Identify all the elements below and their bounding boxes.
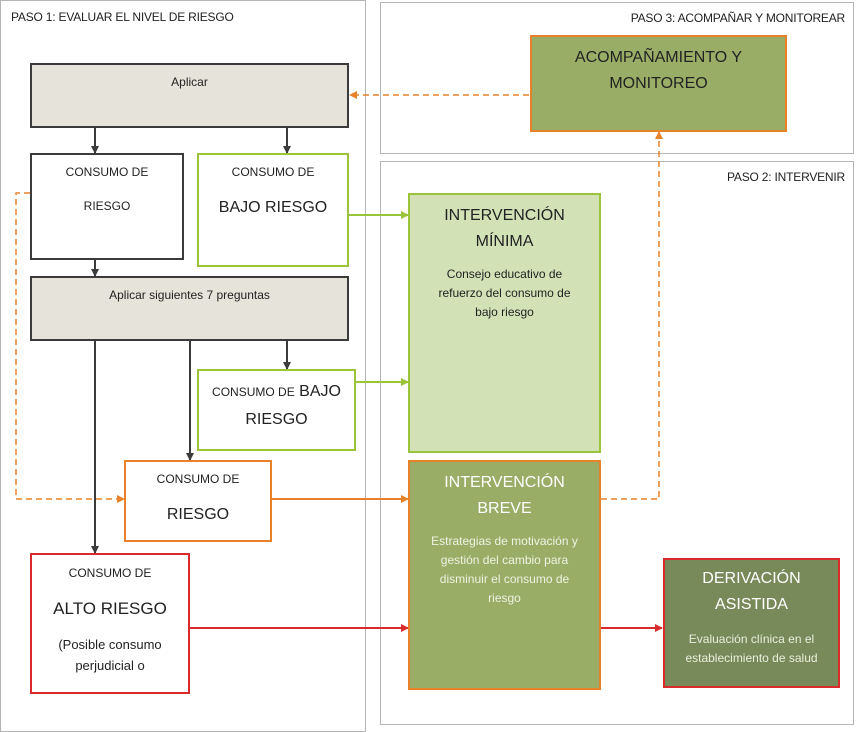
node-derivacion-desc2: establecimiento de salud: [685, 651, 818, 665]
node-consumo-riesgo-1-line1: CONSUMO DE: [65, 165, 149, 179]
node-intervencion-minima-desc1: Consejo educativo de: [446, 267, 563, 281]
node-intervencion-breve: INTERVENCIÓN BREVE Estrategias de motiva…: [408, 460, 601, 690]
node-consumo-alto: CONSUMO DE ALTO RIESGO (Posible consumo …: [30, 553, 190, 694]
node-consumo-alto-line1: CONSUMO DE: [68, 566, 152, 580]
node-consumo-riesgo-2-line2: RIESGO: [166, 506, 230, 523]
node-derivacion-title1: DERIVACIÓN: [702, 570, 801, 587]
node-acompanamiento-title2: MONITOREO: [609, 75, 708, 92]
node-consumo-bajo-2-line1b: BAJO: [299, 383, 341, 400]
panel-step3-label: PASO 3: ACOMPAÑAR Y MONITOREAR: [630, 11, 845, 25]
node-intervencion-minima: INTERVENCIÓN MÍNIMA Consejo educativo de…: [408, 193, 601, 453]
node-aplicar: Aplicar: [30, 63, 349, 128]
node-aplicar-siguientes: Aplicar siguientes 7 preguntas: [30, 276, 349, 341]
node-acompanamiento: ACOMPAÑAMIENTO Y MONITOREO: [530, 35, 787, 132]
node-consumo-bajo-1-line1: CONSUMO DE: [231, 165, 315, 179]
node-consumo-riesgo-1: CONSUMO DE RIESGO: [30, 153, 184, 260]
node-intervencion-minima-title2: MÍNIMA: [475, 233, 534, 250]
node-intervencion-breve-desc4: riesgo: [488, 591, 521, 605]
node-intervencion-breve-desc2: gestión del cambio para: [440, 553, 569, 567]
node-derivacion-title2: ASISTIDA: [715, 596, 788, 613]
node-intervencion-breve-title1: INTERVENCIÓN: [444, 474, 565, 491]
arrow-breve-dashed-to-monitoreo: [601, 131, 663, 500]
node-derivacion-desc1: Evaluación clínica en el: [688, 632, 815, 646]
node-derivacion-asistida: DERIVACIÓN ASISTIDA Evaluación clínica e…: [663, 558, 840, 688]
node-intervencion-minima-title1: INTERVENCIÓN: [444, 207, 565, 224]
node-intervencion-breve-desc1: Estrategias de motivación y: [431, 534, 578, 548]
node-consumo-bajo-2-line1a: CONSUMO DE: [212, 385, 295, 399]
node-aplicar-siguientes-label: Aplicar siguientes 7 preguntas: [109, 288, 270, 302]
node-consumo-alto-line4: perjudicial o: [75, 658, 145, 673]
node-consumo-alto-line2: ALTO RIESGO: [53, 599, 167, 618]
node-intervencion-minima-desc2: refuerzo del consumo de: [438, 286, 571, 300]
node-aplicar-label: Aplicar: [171, 75, 208, 89]
node-intervencion-minima-desc3: bajo riesgo: [475, 305, 534, 319]
node-acompanamiento-title1: ACOMPAÑAMIENTO Y: [574, 49, 743, 66]
arrow-riesgo1-dashed-to-riesgo2: [15, 192, 125, 503]
node-consumo-riesgo-2-line1: CONSUMO DE: [156, 472, 240, 486]
node-consumo-bajo-1: CONSUMO DE BAJO RIESGO: [197, 153, 349, 267]
panel-step1-label: PASO 1: EVALUAR EL NIVEL DE RIESGO: [11, 10, 234, 24]
node-intervencion-breve-desc3: disminuir el consumo de: [439, 572, 570, 586]
panel-step2-label: PASO 2: INTERVENIR: [727, 170, 845, 184]
node-consumo-riesgo-1-line2: RIESGO: [83, 199, 131, 213]
node-consumo-bajo-2-line2: RIESGO: [245, 411, 308, 428]
node-consumo-bajo-2: CONSUMO DE BAJO RIESGO: [197, 369, 356, 451]
node-consumo-bajo-1-line2: BAJO RIESGO: [218, 199, 328, 216]
node-consumo-bajo-2-line1: CONSUMO DE BAJO: [212, 383, 341, 401]
node-intervencion-breve-title2: BREVE: [477, 500, 532, 517]
node-consumo-alto-line3: (Posible consumo: [58, 637, 162, 652]
node-consumo-riesgo-2: CONSUMO DE RIESGO: [124, 460, 272, 542]
